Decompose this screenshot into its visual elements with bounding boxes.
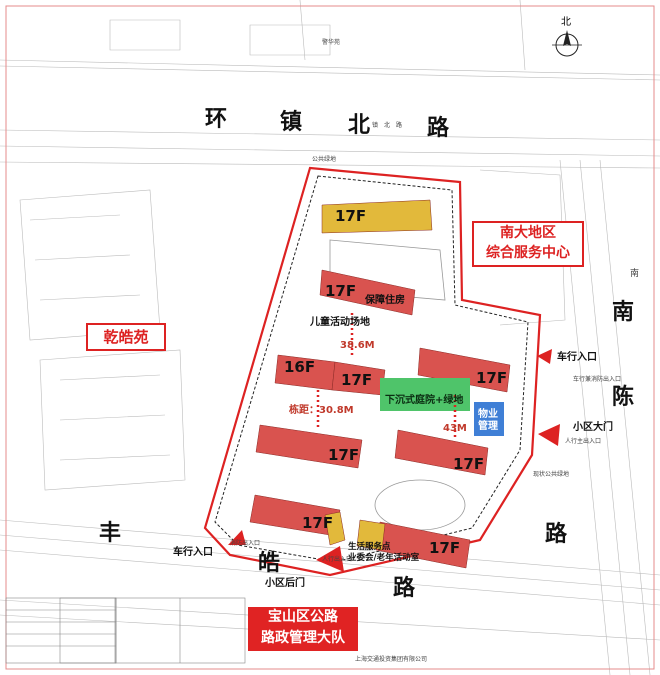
distance-markers xyxy=(316,313,457,440)
distance-38-label: 38.6M xyxy=(340,340,375,351)
qianhaoyuan-box: 乾皓苑 xyxy=(86,323,166,351)
sunken-courtyard-label: 下沉式庭院+绿地 xyxy=(385,395,464,406)
building-b8-label: 17F xyxy=(302,514,334,532)
building-b7-label: 17F xyxy=(453,455,485,473)
road-north-char-1: 环 xyxy=(205,107,228,132)
baoshan-box: 宝山区公路 路政管理大队 xyxy=(248,607,358,651)
east-car-entrance-arrow xyxy=(537,349,552,364)
footer-label: 上海交通投资集团有限公司 xyxy=(355,656,428,663)
service-point-shape xyxy=(356,519,386,551)
nandadi-line-1: 南大地区 xyxy=(500,225,556,241)
building-b7-shape xyxy=(394,429,489,476)
building-b2-label: 17F xyxy=(325,282,357,300)
south-car-entrance-arrow xyxy=(228,530,246,545)
entrance-arrows xyxy=(228,349,560,572)
road-south-char-3: 路 xyxy=(393,576,416,601)
baoshan-line-1: 宝山区公路 xyxy=(268,609,338,625)
south-fire-small-label: 消防出入口 xyxy=(230,540,261,547)
east-car-fire-small-label: 车行兼消防出入口 xyxy=(573,376,622,383)
nandadi-box: 南大地区 综合服务中心 xyxy=(472,221,584,267)
building-b1-shape xyxy=(321,199,433,234)
service-point-label: 生活服务点 业委会/老年活动室 xyxy=(348,542,419,564)
property-management-shape xyxy=(474,402,504,436)
road-east-char-1: 南 xyxy=(612,300,635,325)
baoshan-line-2: 路政管理大队 xyxy=(261,630,345,646)
east-main-gate-label: 小区大门 xyxy=(573,422,613,433)
east-main-gate-arrow xyxy=(538,424,560,446)
road-east-char-3: 路 xyxy=(545,522,568,547)
top-road-label: 警华苑 xyxy=(322,39,341,46)
drawing-border xyxy=(5,5,655,670)
distance-30-label: 栋距：30.8M xyxy=(289,405,354,416)
building-b1-label: 17F xyxy=(335,207,367,225)
affordable-housing-label: 保障住房 xyxy=(365,295,405,306)
qianhaoyuan-label: 乾皓苑 xyxy=(103,328,149,346)
road-north-char-3: 北 xyxy=(348,113,371,138)
property-management-line-2: 管理 xyxy=(478,421,498,432)
road-south-char-1: 丰 xyxy=(99,521,122,546)
site-boundary-dashed xyxy=(214,175,529,563)
road-east-char-2: 陈 xyxy=(612,385,635,410)
back-gate-label: 小区后门 xyxy=(265,578,305,589)
road-north-char-4: 路 xyxy=(427,116,450,141)
building-b9-label: 17F xyxy=(429,539,461,557)
building-b3-label: 16F xyxy=(284,358,316,376)
bus-stop-east-label: 现状公共绿地 xyxy=(533,471,570,478)
building-b4-label: 17F xyxy=(341,371,373,389)
east-road-small-label: 南 xyxy=(630,269,640,279)
site-boundary xyxy=(203,166,542,577)
children-play-area-label: 儿童活动场地 xyxy=(310,317,370,328)
building-b6-label: 17F xyxy=(328,446,360,464)
road-south-char-2: 皓 xyxy=(258,551,281,576)
property-management-label: 物业 管理 xyxy=(478,409,498,433)
back-gate-arrow xyxy=(316,546,344,572)
south-gate-small-label: 人行出入口 xyxy=(322,556,353,563)
nandadi-line-2: 综合服务中心 xyxy=(486,245,570,261)
building-b9-shape xyxy=(324,511,346,546)
building-b5-label: 17F xyxy=(476,369,508,387)
road-north-char-2: 镇 xyxy=(280,110,303,135)
buildings xyxy=(249,199,511,569)
legend-graphic xyxy=(5,597,246,664)
property-management-line-1: 物业 xyxy=(478,409,498,420)
service-point-line-1: 生活服务点 xyxy=(348,542,391,552)
distance-43-label: 43M xyxy=(443,423,467,434)
sunken-plaza-outline xyxy=(374,479,466,531)
building-b6-shape xyxy=(255,424,363,469)
south-car-entrance-label: 车行入口 xyxy=(173,547,213,558)
north-label: 北 xyxy=(561,17,571,28)
building-b2-shape xyxy=(319,269,416,316)
service-point-line-2: 业委会/老年活动室 xyxy=(348,553,420,563)
east-gate-small-label: 人行主出入口 xyxy=(565,438,602,445)
north-arrow-graphic xyxy=(552,30,582,57)
north-road-small-label: 镇 北 路 xyxy=(372,122,403,129)
building-b5-shape xyxy=(417,347,511,393)
east-car-entrance-label: 车行入口 xyxy=(557,352,597,363)
bus-stop-top-label: 公共绿地 xyxy=(312,156,337,163)
